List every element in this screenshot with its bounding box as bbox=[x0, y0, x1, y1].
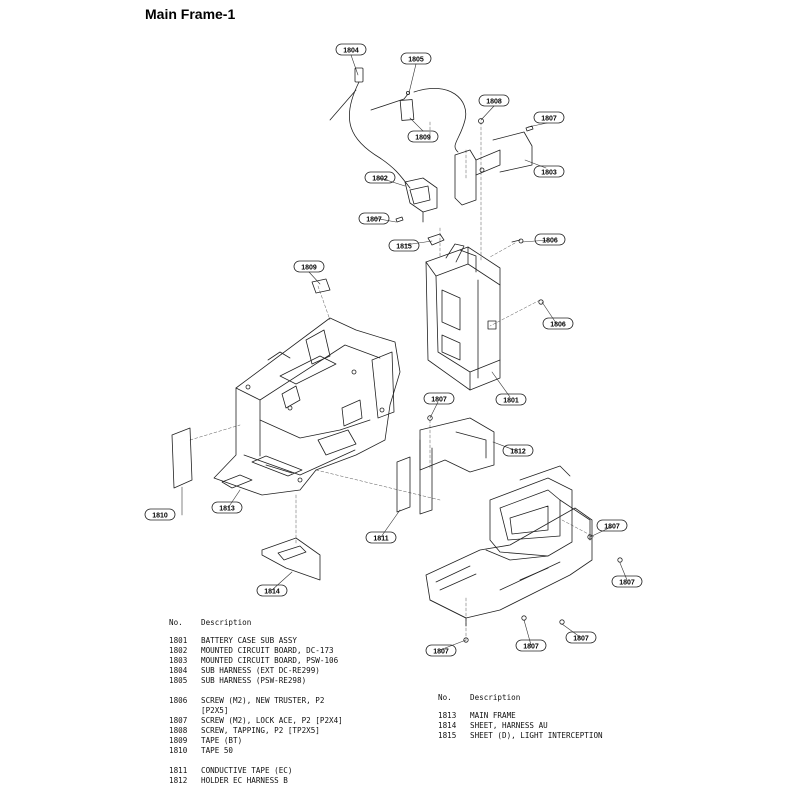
callout-1807: 1807 bbox=[358, 212, 390, 225]
callout-1814: 1814 bbox=[256, 584, 288, 597]
page-title: Main Frame-1 bbox=[145, 6, 236, 22]
svg-text:1810: 1810 bbox=[152, 513, 168, 520]
sheet-1815 bbox=[427, 233, 445, 246]
callout-1807: 1807 bbox=[565, 631, 597, 644]
callout-1803: 1803 bbox=[533, 165, 565, 178]
svg-text:1815: 1815 bbox=[396, 244, 412, 251]
callout-1805: 1805 bbox=[400, 52, 432, 65]
header-description: Description bbox=[470, 693, 521, 702]
sub-harness-1805 bbox=[370, 87, 467, 153]
part-callouts: 1804 1805 1808 1807 1809 1803 1802 1807 … bbox=[144, 43, 643, 657]
tape-1809-top bbox=[399, 99, 415, 121]
tape-1809-middle bbox=[311, 278, 331, 294]
callout-1807: 1807 bbox=[596, 519, 628, 532]
callout-1807: 1807 bbox=[515, 639, 547, 652]
header-no: No. bbox=[169, 618, 183, 627]
svg-text:1807: 1807 bbox=[433, 649, 449, 656]
callout-1807: 1807 bbox=[425, 644, 457, 657]
lower-board-assembly bbox=[425, 465, 623, 643]
callout-1815: 1815 bbox=[388, 239, 420, 252]
svg-text:1805: 1805 bbox=[408, 57, 424, 64]
svg-text:1808: 1808 bbox=[486, 99, 502, 106]
svg-text:1809: 1809 bbox=[415, 135, 431, 142]
svg-text:1806: 1806 bbox=[542, 238, 558, 245]
list-item: [P2X5] bbox=[201, 706, 229, 715]
svg-text:1813: 1813 bbox=[219, 506, 235, 513]
svg-text:1807: 1807 bbox=[366, 217, 382, 224]
svg-text:1807: 1807 bbox=[619, 580, 635, 587]
svg-text:1812: 1812 bbox=[510, 449, 526, 456]
callout-1809: 1809 bbox=[407, 130, 439, 143]
conductive-tape-1811 bbox=[396, 456, 411, 513]
svg-text:1803: 1803 bbox=[541, 170, 557, 177]
callout-1812: 1812 bbox=[502, 444, 534, 457]
callout-1807: 1807 bbox=[423, 392, 455, 405]
svg-text:1814: 1814 bbox=[264, 589, 280, 596]
callout-1807: 1807 bbox=[533, 111, 565, 124]
svg-text:1811: 1811 bbox=[373, 536, 388, 543]
svg-text:1804: 1804 bbox=[343, 48, 359, 55]
battery-case-1801 bbox=[425, 243, 501, 391]
header-no: No. bbox=[438, 693, 452, 702]
assembly-lines bbox=[189, 121, 595, 641]
circuit-board-1803 bbox=[454, 131, 533, 206]
circuit-board-1802 bbox=[404, 177, 438, 223]
callout-1806: 1806 bbox=[534, 233, 566, 246]
callout-1808: 1808 bbox=[478, 94, 510, 107]
callout-1809: 1809 bbox=[293, 260, 325, 273]
callout-1813: 1813 bbox=[211, 501, 243, 514]
header-description: Description bbox=[201, 618, 252, 627]
svg-text:1807: 1807 bbox=[431, 397, 447, 404]
callout-1801: 1801 bbox=[495, 393, 527, 406]
parts-list-header: No. Description bbox=[438, 693, 603, 703]
holder-1812 bbox=[419, 415, 495, 515]
callout-1806: 1806 bbox=[542, 317, 574, 330]
leader-lines bbox=[181, 54, 628, 651]
main-frame-1813 bbox=[213, 317, 401, 496]
callout-1802: 1802 bbox=[364, 171, 396, 184]
svg-text:1807: 1807 bbox=[573, 636, 589, 643]
callout-1804: 1804 bbox=[335, 43, 367, 56]
screws-top bbox=[395, 118, 544, 305]
callout-1807: 1807 bbox=[611, 575, 643, 588]
tape-1810 bbox=[171, 427, 193, 489]
svg-text:1801: 1801 bbox=[503, 398, 519, 405]
sub-harness-1804 bbox=[329, 67, 411, 189]
parts-list-header: No. Description bbox=[169, 618, 343, 628]
callout-1810: 1810 bbox=[144, 508, 176, 521]
callout-1811: 1811 bbox=[365, 531, 397, 544]
svg-text:1802: 1802 bbox=[372, 176, 388, 183]
svg-text:1807: 1807 bbox=[604, 524, 620, 531]
sheet-harness-1814 bbox=[261, 537, 321, 581]
svg-text:1807: 1807 bbox=[541, 116, 557, 123]
svg-text:1806: 1806 bbox=[550, 322, 566, 329]
svg-text:1809: 1809 bbox=[301, 265, 317, 272]
svg-text:1807: 1807 bbox=[523, 644, 539, 651]
